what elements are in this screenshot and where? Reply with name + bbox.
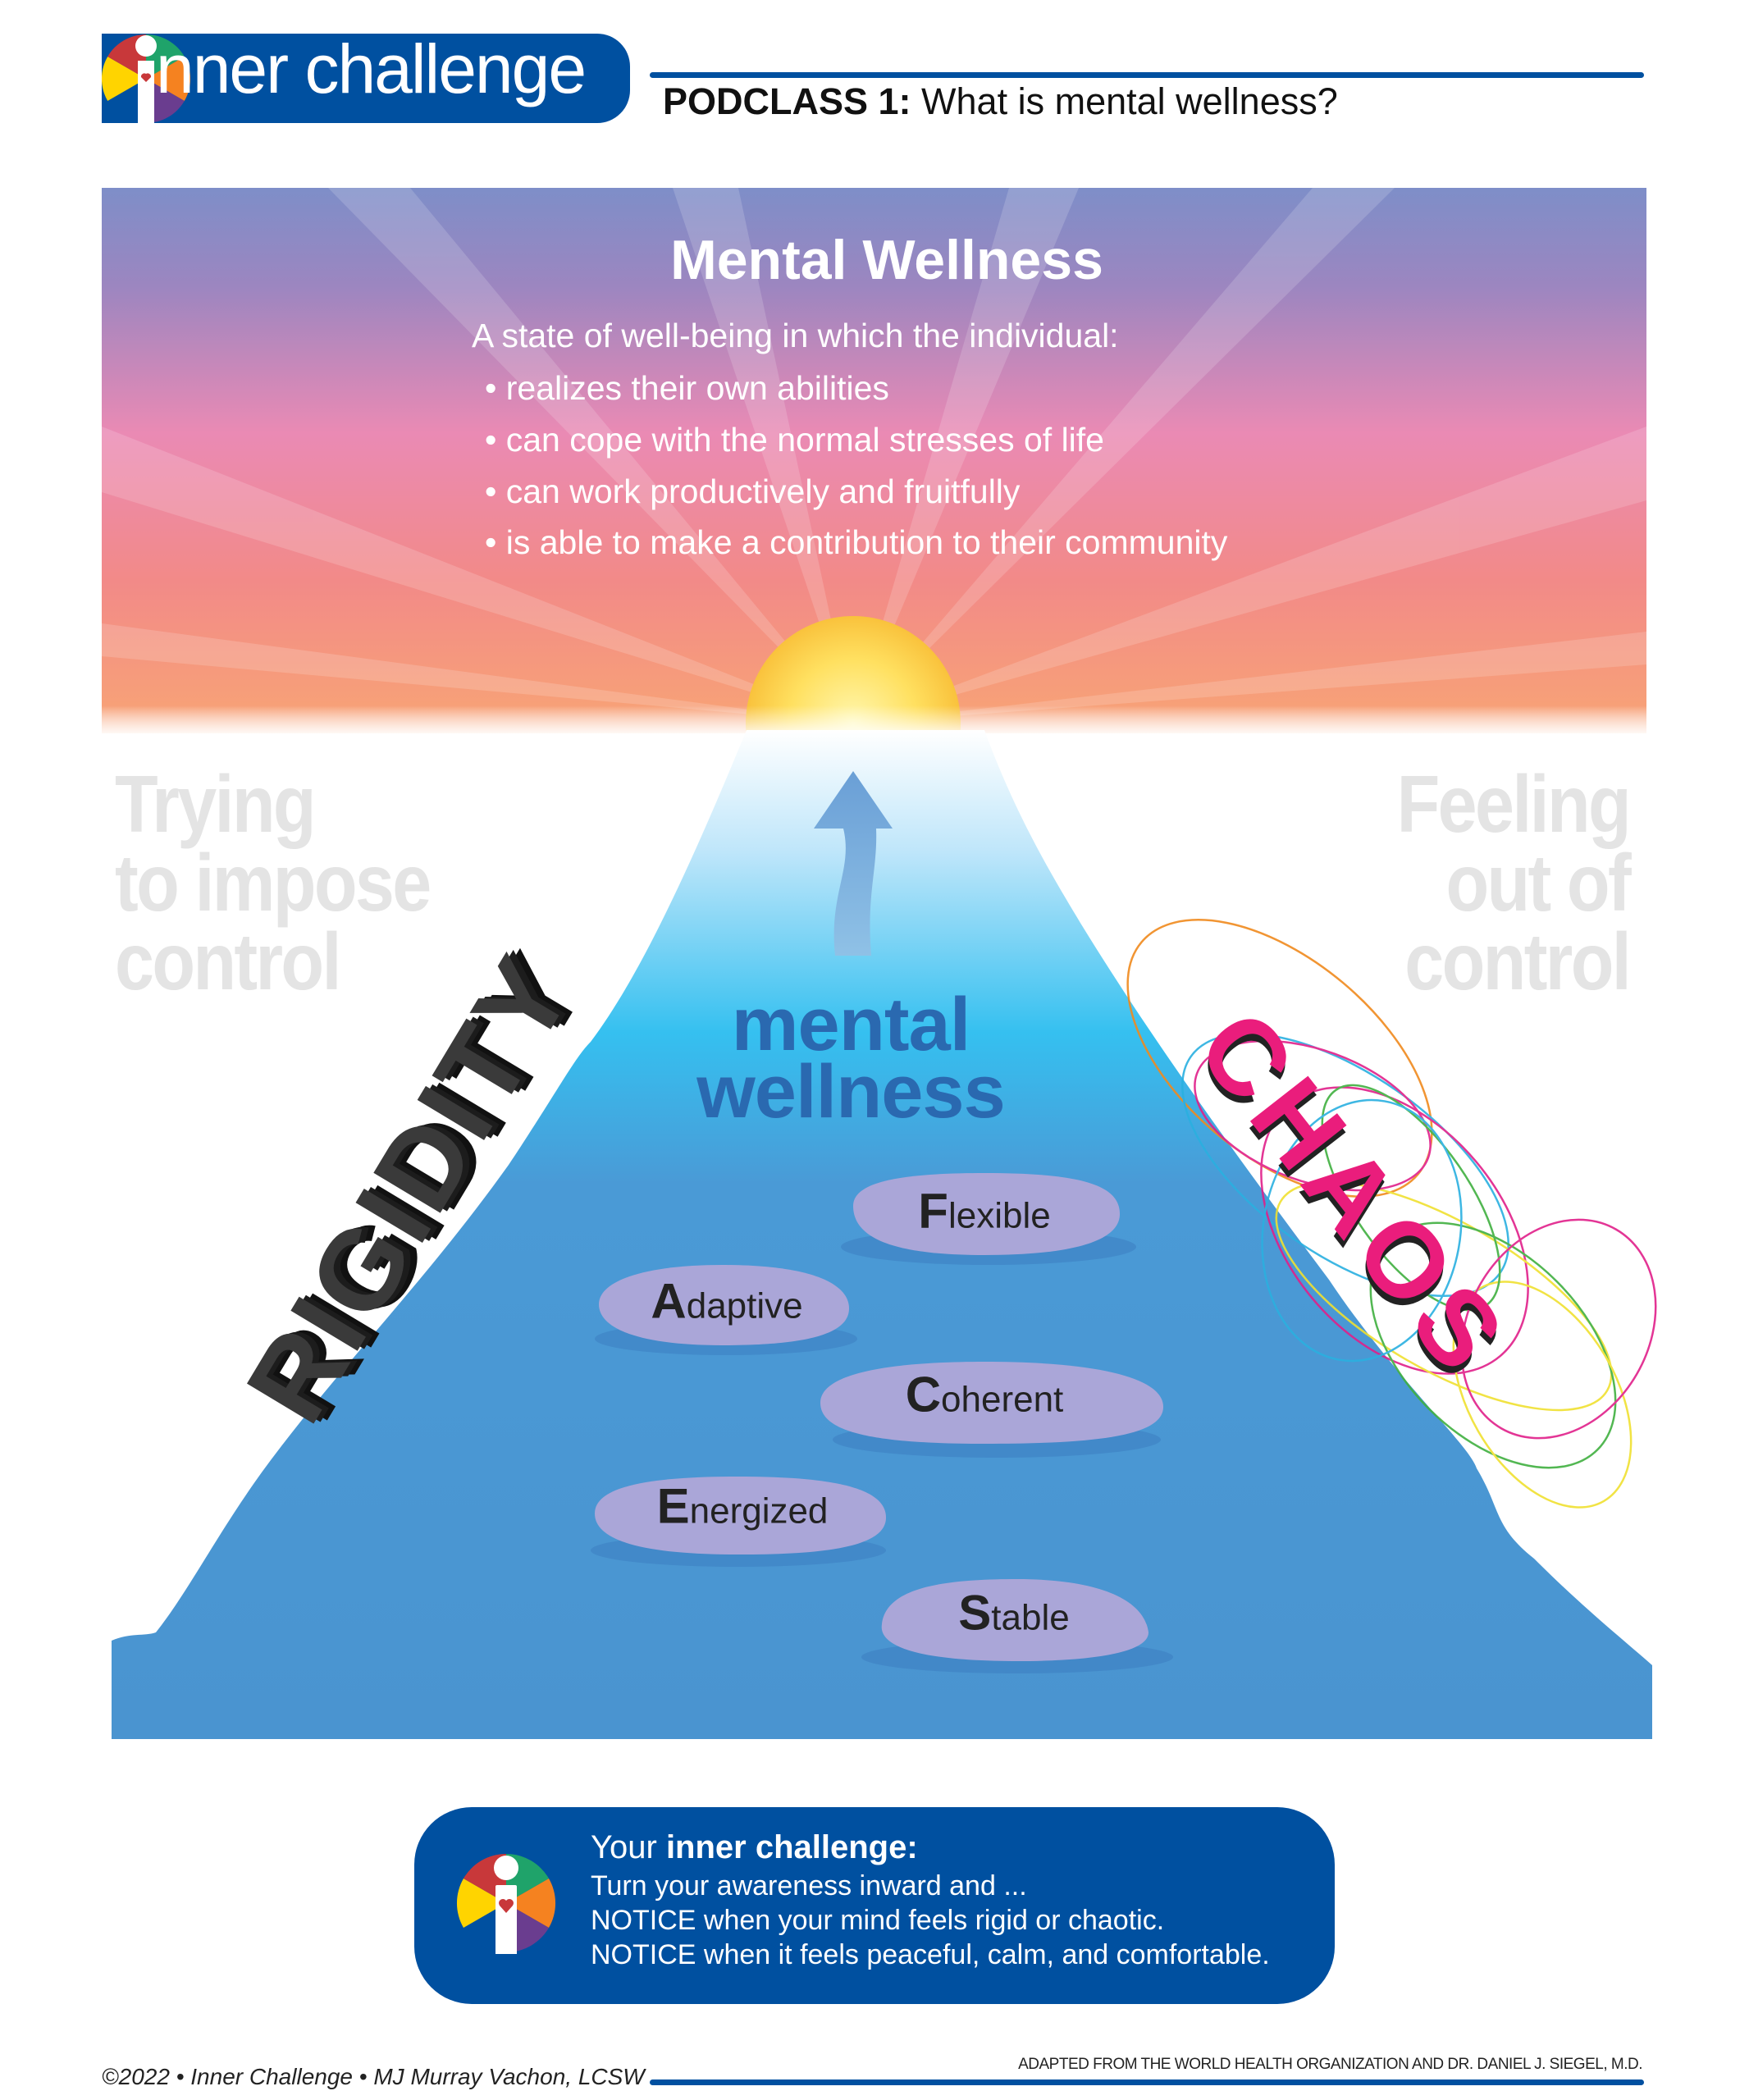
copyright: ©2022 • Inner Challenge • MJ Murray Vach…	[102, 2064, 645, 2089]
caption-line: control	[1404, 916, 1631, 1007]
sun-rays	[102, 188, 1646, 724]
logo-text: nner challenge	[156, 30, 587, 107]
caption-line: out of	[1445, 838, 1631, 928]
challenge-line: NOTICE when it feels peaceful, calm, and…	[591, 1939, 1270, 1970]
challenge-line: Turn your awareness inward and ...	[591, 1870, 1027, 1901]
chaos-scribbles	[1126, 919, 1657, 1509]
caption-line: Feeling	[1396, 759, 1632, 849]
right-caption: Feeling out of control	[1396, 759, 1632, 1007]
definition-intro: A state of well-being in which the indiv…	[472, 317, 1119, 354]
caption-line: control	[115, 916, 341, 1007]
definition-title: Mental Wellness	[670, 229, 1103, 291]
stepping-stones	[591, 1173, 1173, 1673]
definition-bullet: • realizes their own abilities	[485, 369, 889, 407]
logo-icon	[101, 34, 191, 125]
header-rule	[650, 72, 1644, 78]
footer-rule	[650, 2079, 1644, 2085]
upward-arrow	[814, 771, 893, 956]
stone-flexible	[841, 1173, 1136, 1265]
stone-label-coherent: Coherent	[905, 1367, 1064, 1422]
definition-bullet: • can work productively and fruitfully	[485, 472, 1021, 510]
left-caption: Trying to impose control	[115, 759, 432, 1007]
stone-label-adaptive: Adaptive	[651, 1273, 803, 1329]
stone-label-flexible: Flexible	[918, 1183, 1051, 1239]
challenge-line: NOTICE when your mind feels rigid or cha…	[591, 1905, 1165, 1936]
podclass-label: PODCLASS 1:	[663, 80, 911, 122]
stone-label-stable: Stable	[958, 1585, 1070, 1641]
page-title: PODCLASS 1: What is mental wellness?	[663, 80, 1338, 123]
podclass-title: What is mental wellness?	[911, 80, 1338, 122]
stone-label-energized: Energized	[656, 1478, 829, 1534]
stone-energized	[591, 1477, 886, 1567]
stone-coherent	[820, 1362, 1163, 1458]
attribution: ADAPTED FROM THE WORLD HEALTH ORGANIZATI…	[1018, 2056, 1642, 2073]
challenge-heading: Your inner challenge:	[591, 1829, 918, 1865]
mental-wellness-label: wellness	[696, 1050, 1006, 1134]
caption-line: to impose	[115, 838, 432, 928]
definition-bullet: • can cope with the normal stresses of l…	[485, 421, 1104, 459]
mental-wellness-label: mental	[731, 983, 971, 1066]
caption-line: Trying	[115, 759, 317, 849]
definition-bullet: • is able to make a contribution to thei…	[485, 523, 1228, 561]
inner-challenge-box	[414, 1807, 1335, 2004]
stone-adaptive	[595, 1265, 857, 1355]
stone-stable	[861, 1579, 1173, 1673]
inner-challenge-icon	[456, 1854, 556, 1954]
